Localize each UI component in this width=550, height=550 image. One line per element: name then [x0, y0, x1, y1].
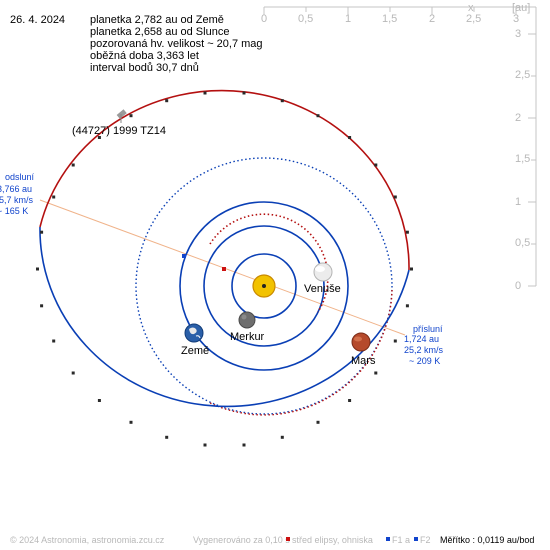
y-tick-label: 1: [515, 196, 522, 208]
y-tick-label: 3: [515, 28, 522, 40]
orbit-point: [405, 304, 409, 308]
sun: [252, 274, 276, 298]
orbit-point: [52, 339, 56, 343]
x-axis: [263, 6, 536, 15]
x-axis-label: x: [468, 2, 474, 14]
x-tick-label: 1: [345, 13, 352, 25]
y-tick-label: 1,5: [515, 153, 531, 165]
axis-unit-label: [au]: [512, 2, 531, 14]
orbit-point: [40, 230, 44, 234]
orbit-point: [129, 114, 133, 118]
perihelion-speed: 25,2 km/s: [404, 345, 444, 355]
venus-orbit-arc: [209, 213, 329, 313]
orbit-point: [242, 91, 246, 95]
x-tick-label: 1,5: [382, 13, 398, 25]
footer-legend-f1: F1: [392, 535, 403, 545]
perihelion-distance: 1,724 au: [404, 334, 440, 344]
mercury-orbit: [231, 253, 297, 319]
aphelion-label: odsluní: [5, 172, 35, 182]
orbit-point: [280, 435, 284, 439]
venus-orbit: [203, 225, 325, 347]
perihelion-temperature: ~ 209 K: [409, 356, 441, 366]
ellipse-center-marker: [222, 267, 226, 271]
x-tick-label: 3: [513, 13, 520, 25]
mercury-label: Merkur: [230, 331, 265, 343]
mars-label: Mars: [351, 355, 376, 367]
orbit-point: [316, 420, 320, 424]
info-period: oběžná doba 3,363 let: [90, 50, 199, 62]
venus-label: Venuše: [304, 283, 341, 295]
x-tick-label: 0,5: [298, 13, 314, 25]
y-tick-label: 2: [515, 112, 522, 124]
asteroid-marker: [116, 109, 127, 123]
info-sun-distance: planetka 2,658 au od Slunce: [90, 26, 230, 38]
y-tick-label: 0,5: [515, 237, 531, 249]
x-tick-label: 2: [429, 13, 436, 25]
earth-planet: [184, 323, 204, 343]
orbit-point: [129, 420, 133, 424]
earth-label: Země: [181, 345, 210, 357]
orbit-point: [280, 99, 284, 103]
orbit-point: [52, 195, 56, 199]
aphelion-values: 3,766 au 15,7 km/s ~ 165 K: [0, 184, 42, 217]
mercury-planet: [238, 311, 256, 329]
legend-f2-marker: [414, 537, 418, 541]
legend-center-marker: [286, 537, 290, 541]
orbit-point: [71, 371, 75, 375]
orbit-point: [36, 267, 39, 271]
orbit-point: [393, 195, 397, 199]
orbit-point: [316, 114, 320, 118]
orbit-point: [165, 99, 169, 103]
info-magnitude: pozorovaná hv. velikost ~ 20,7 mag: [90, 38, 263, 50]
footer-generated: Vygenerováno za 0,10 s: [193, 535, 290, 545]
aphelion-speed: 15,7 km/s: [0, 195, 34, 205]
footer-scale: Měřítko : 0,0119 au/bod: [440, 535, 535, 545]
y-tick-label: 2,5: [515, 69, 531, 81]
orbit-point: [348, 136, 352, 139]
legend-f1-marker: [386, 537, 390, 541]
orbit-point: [242, 443, 246, 447]
perihelion-label: přísluní: [413, 324, 443, 334]
asteroid-orbit-points: [36, 91, 413, 447]
orbit-point: [410, 267, 413, 271]
orbit-point: [203, 91, 207, 95]
footer-legend-center: střed elipsy, ohniska: [292, 535, 373, 545]
orbit-point: [374, 371, 378, 375]
aphelion-temperature: ~ 165 K: [0, 206, 29, 216]
venus-planet: [313, 262, 333, 282]
info-point-interval: interval bodů 30,7 dnů: [90, 62, 199, 74]
orbit-point: [40, 304, 44, 308]
x-tick-label: 0: [261, 13, 268, 25]
aphelion-distance: 3,766 au: [0, 184, 33, 194]
x-tick-label: 2,5: [466, 13, 482, 25]
orbit-point: [405, 230, 409, 234]
footer-legend-f2: F2: [420, 535, 431, 545]
orbit-point: [374, 163, 378, 167]
y-axis: [528, 7, 537, 287]
orbit-point: [71, 163, 75, 167]
footer-copyright: © 2024 Astronomia, astronomia.zcu.cz: [10, 535, 165, 545]
info-earth-distance: planetka 2,782 au od Země: [90, 14, 224, 26]
earth-orbit: [179, 201, 349, 371]
orbit-point: [203, 443, 207, 447]
focus-f2-marker: [182, 254, 186, 258]
footer-legend-a: a: [405, 535, 411, 545]
mars-planet: [351, 332, 371, 352]
orbit-point: [165, 435, 169, 439]
orbit-point: [393, 339, 397, 343]
y-tick-label: 0: [515, 280, 522, 292]
date-label: 26. 4. 2024: [10, 14, 66, 26]
orbit-point: [97, 399, 101, 402]
mars-orbit: [135, 157, 393, 415]
orbit-point: [348, 399, 352, 402]
mars-orbit-arc: [207, 289, 393, 416]
orbit-point: [97, 136, 101, 139]
asteroid-name: (44727) 1999 TZ14: [72, 125, 166, 137]
